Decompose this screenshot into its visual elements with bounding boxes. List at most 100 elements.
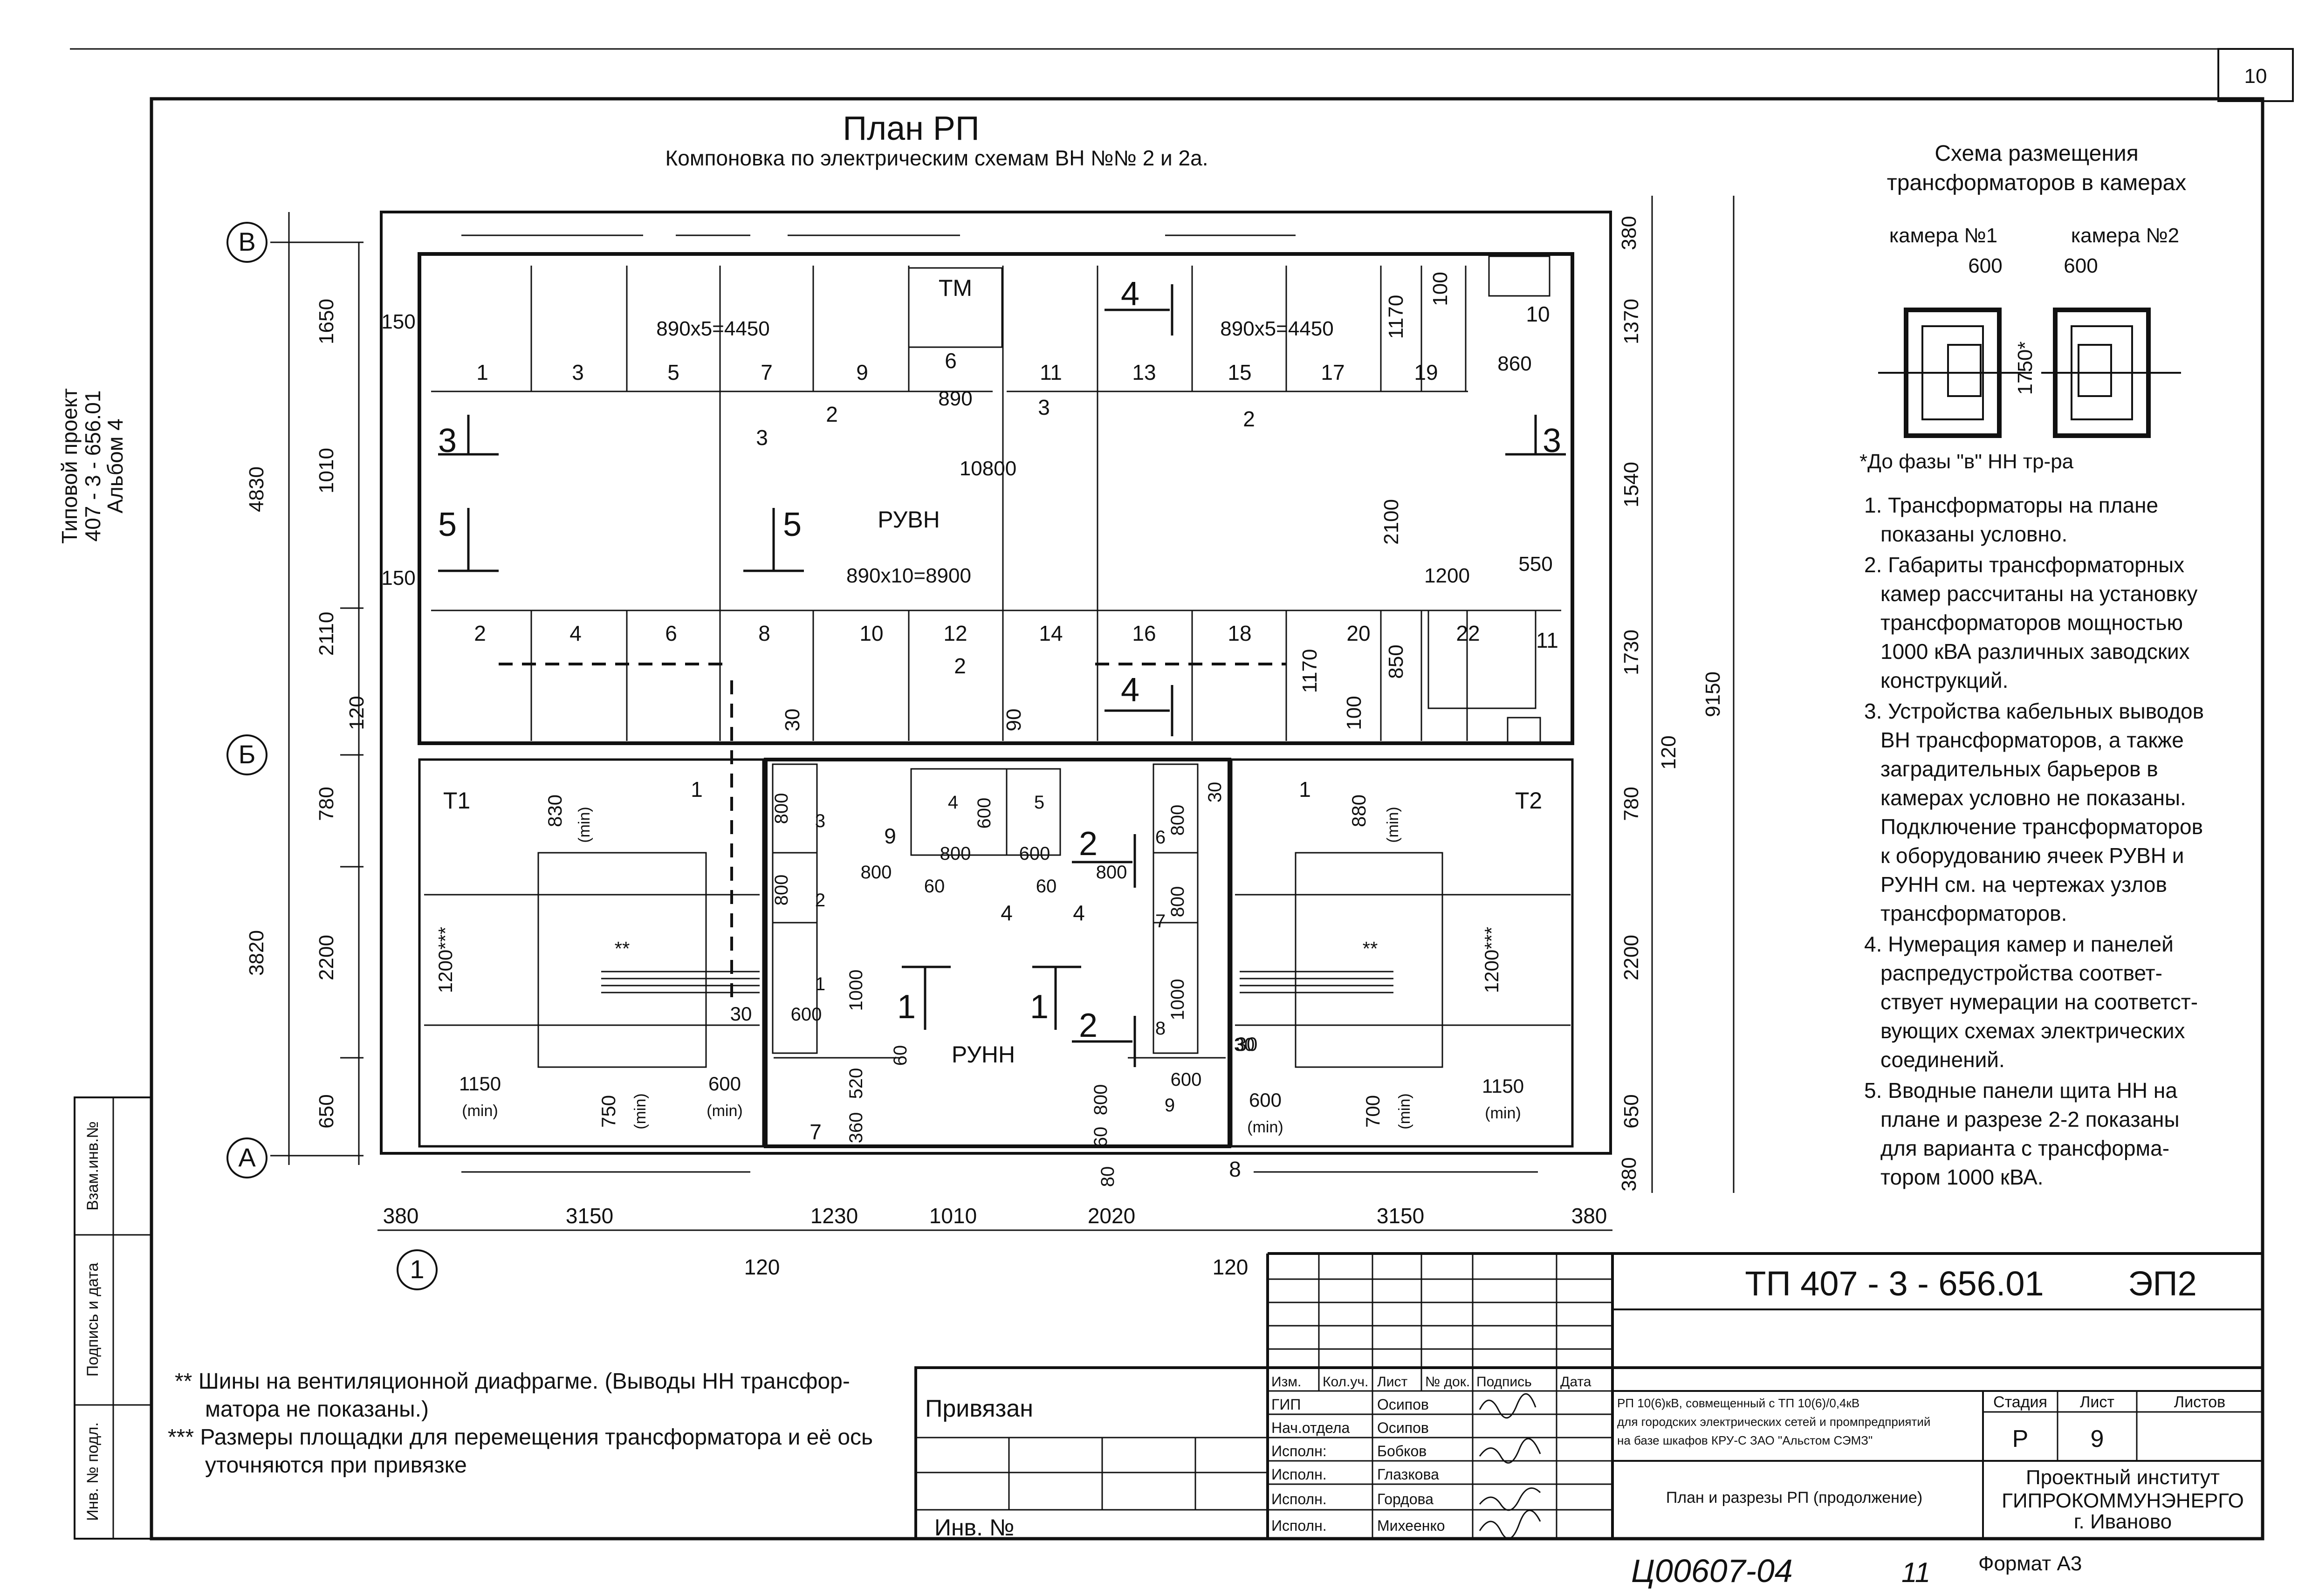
side-stamp-label: Инв. № подл.: [84, 1422, 102, 1521]
dim-text: 700: [1362, 1095, 1384, 1128]
callout-number: 4: [1001, 901, 1013, 925]
dim-text: 600: [1171, 1069, 1202, 1090]
axis-label: Б: [239, 740, 256, 769]
note-line: конструкций.: [1880, 668, 2008, 692]
note-line: трансформаторов.: [1880, 901, 2067, 925]
dim-text: 1010: [929, 1204, 977, 1228]
dim-text: 650: [1620, 1094, 1643, 1128]
dim-text: 600: [1249, 1089, 1282, 1111]
dim-text: 1200***: [434, 927, 456, 993]
cell-number: 13: [1132, 360, 1156, 384]
note-line: РУНН см. на чертежах узлов: [1880, 872, 2167, 897]
stamp-header-cell: Кол.уч.: [1323, 1374, 1368, 1390]
cell-number: 18: [1228, 621, 1251, 645]
stamp-header: Изм. Кол.уч. Лист № док. Подпись Дата: [1271, 1374, 1592, 1390]
dim-text: 1230: [810, 1204, 858, 1228]
room-label-tm: ТМ: [939, 275, 972, 301]
callout-number: 3: [756, 425, 768, 450]
cell-number: 3: [572, 360, 584, 384]
stamp-name: Глазкова: [1377, 1466, 1439, 1483]
dim-text: 890x5=4450: [1220, 317, 1333, 340]
note-line: плане и разрезе 2-2 показаны: [1880, 1107, 2180, 1131]
panel-number: 3: [815, 811, 825, 831]
dim-text: 600: [974, 798, 995, 829]
callout-number: 1: [691, 777, 703, 801]
scheme-footnote: *До фазы "в" НН тр-ра: [1859, 450, 2074, 473]
stamp-project-line: на базе шкафов КРУ-С ЗАО "Альстом СЭМЗ": [1617, 1433, 1873, 1447]
dim-text: 780: [315, 787, 338, 821]
dim-text: 800: [1167, 805, 1188, 836]
dim-text: 1200: [1424, 564, 1470, 587]
cell-number: 12: [943, 621, 967, 645]
dim-text: 1150: [1482, 1075, 1524, 1097]
axis-label: 1: [410, 1254, 424, 1284]
cell-number: 11: [1040, 360, 1062, 384]
dim-text: 890: [938, 387, 972, 410]
cell-number: 11: [1536, 628, 1558, 652]
panel-number: 6: [1155, 827, 1166, 848]
stamp-role: Нач.отдела: [1271, 1419, 1350, 1436]
room-label-ruvn: РУВН: [878, 507, 940, 533]
section-arrows: [438, 284, 1566, 1067]
dim-text: 30: [1205, 782, 1225, 803]
section-marker: 5: [783, 506, 802, 543]
dim-text: 2100: [1380, 499, 1403, 545]
stamp-header-cell: № док.: [1425, 1374, 1470, 1390]
dim-text: 800: [940, 843, 971, 864]
note-line: ВН трансформаторов, а также: [1880, 728, 2184, 752]
dim-text: 520: [846, 1068, 866, 1099]
dim-text: **: [1363, 938, 1378, 959]
dim-text: 60: [1036, 876, 1057, 897]
section-marker: 5: [438, 506, 457, 543]
dim-text: 120: [1657, 735, 1680, 769]
stamp-stage: Р: [2012, 1425, 2029, 1452]
stamp-header-cell: Лист: [1377, 1374, 1407, 1390]
dim-text: 1150: [459, 1073, 501, 1095]
side-title-line: Альбом 4: [103, 418, 127, 513]
side-title: Типовой проект 407 - 3 - 656.01 Альбом 4: [57, 388, 127, 544]
dim-text: 120: [1213, 1255, 1249, 1279]
room-labels: РУВН РУНН Т1 Т2 ТМ: [443, 275, 1542, 1068]
stamp-project: РП 10(6)кВ, совмещенный с ТП 10(6)/0,4кВ…: [1617, 1396, 1930, 1447]
note-line: 5. Вводные панели щита НН на: [1864, 1078, 2177, 1103]
footnote-line: *** Размеры площадки для перемещения тра…: [168, 1425, 873, 1450]
cell-number: 15: [1228, 360, 1251, 384]
dim-text: 60: [1091, 1127, 1111, 1148]
panel-number: 7: [1155, 911, 1166, 932]
stamp-role: Исполн:: [1271, 1443, 1327, 1459]
section-marker: 4: [1121, 275, 1139, 313]
lower-cell-numbers: 2 4 6 8 10 12 14 16 18 20 22 11: [474, 621, 1558, 652]
dim-text: 2200: [315, 935, 338, 980]
dim-text: 1540: [1620, 462, 1643, 507]
dim-text: 2020: [1088, 1204, 1135, 1228]
dim-text: 4830: [245, 466, 268, 512]
scheme-camera-2: камера №2: [2071, 224, 2179, 247]
stamp-org: Проектный институт ГИПРОКОММУНЭНЕРГО г. …: [2002, 1466, 2244, 1533]
panel-number: 9: [1165, 1095, 1175, 1116]
scheme-dim: 600: [2064, 254, 2098, 277]
note-line: трансформаторов мощностью: [1880, 610, 2183, 635]
cell-number: 19: [1414, 360, 1438, 384]
dim-text: 30: [1234, 1034, 1255, 1055]
upper-cell-numbers: 1 3 5 7 9 6 11 13 15 17 19 10: [476, 302, 1550, 384]
dim-text: 380: [1618, 1157, 1640, 1191]
stamp-role: Исполн.: [1271, 1517, 1327, 1534]
stamp-roles: ГИП Нач.отдела Исполн: Исполн. Исполн. И…: [1271, 1396, 1350, 1534]
dim-text: (min): [631, 1093, 649, 1129]
footnote-line: уточняются при привязке: [205, 1453, 467, 1478]
dim-text: **: [615, 938, 630, 959]
section-marker: 1: [897, 988, 916, 1026]
plan-subtitle: Компоновка по электрическим схемам ВН №№…: [665, 146, 1208, 170]
dim-text: 30: [781, 709, 804, 732]
format-label: Формат А3: [1978, 1552, 2082, 1575]
dims-right: 380 1370 1540 1730 120 780 2200 650 380 …: [1618, 216, 1724, 1191]
callout-number: 4: [1073, 901, 1085, 925]
stamp-list: 9: [2091, 1425, 2104, 1452]
dim-text: 1170: [1385, 295, 1407, 339]
stamp-sheet-title: План и разрезы РП (продолжение): [1666, 1489, 1922, 1507]
cell-number: 1: [476, 360, 488, 384]
dim-text: 100: [1429, 272, 1452, 306]
plan-title: План РП: [843, 110, 979, 147]
side-title-line: 407 - 3 - 656.01: [81, 390, 105, 542]
